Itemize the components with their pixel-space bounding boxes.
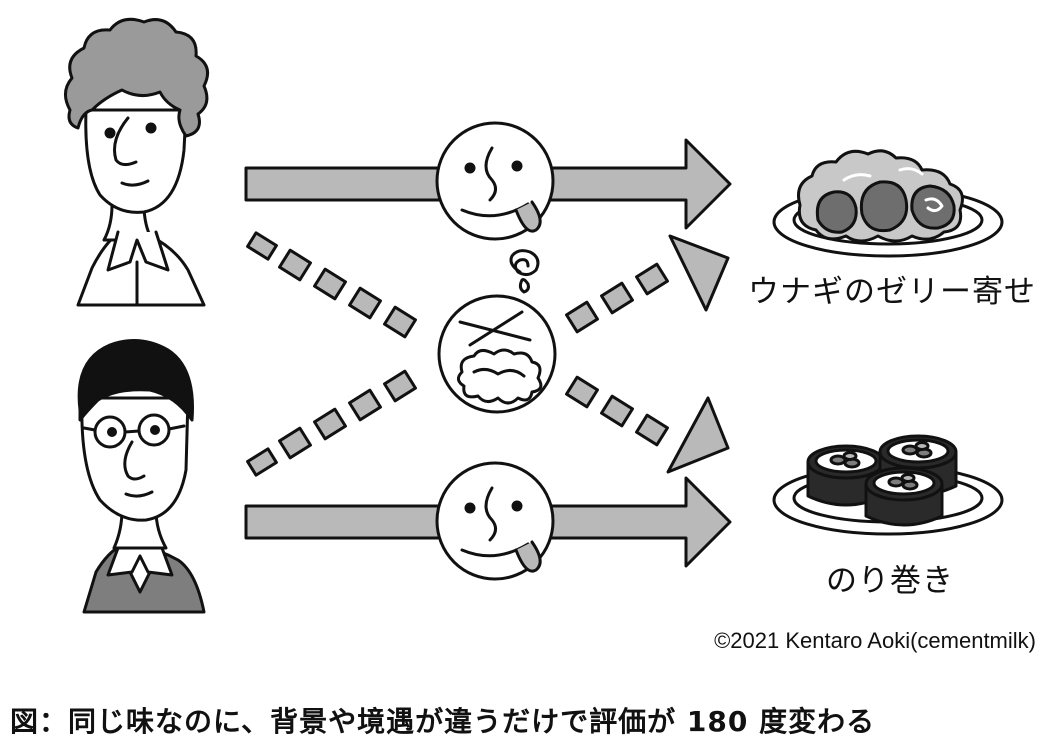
figure-caption: 図：同じ味なのに、背景や境遇が違うだけで評価が 180 度変わる bbox=[10, 700, 875, 740]
eel-jelly-label: ウナギのゼリー寄せ bbox=[748, 266, 1036, 311]
person-curly-hair bbox=[65, 19, 207, 305]
copyright-credit: ©2021 Kentaro Aoki(cementmilk) bbox=[714, 628, 1036, 654]
person-glasses bbox=[79, 341, 204, 612]
disgusted-face-center bbox=[439, 251, 555, 412]
nori-roll-dish bbox=[774, 436, 1002, 534]
happy-face-bottom bbox=[437, 463, 553, 579]
happy-face-top bbox=[437, 123, 553, 239]
eel-jelly-dish bbox=[774, 151, 1002, 256]
nori-roll-label: のり巻き bbox=[826, 555, 954, 600]
